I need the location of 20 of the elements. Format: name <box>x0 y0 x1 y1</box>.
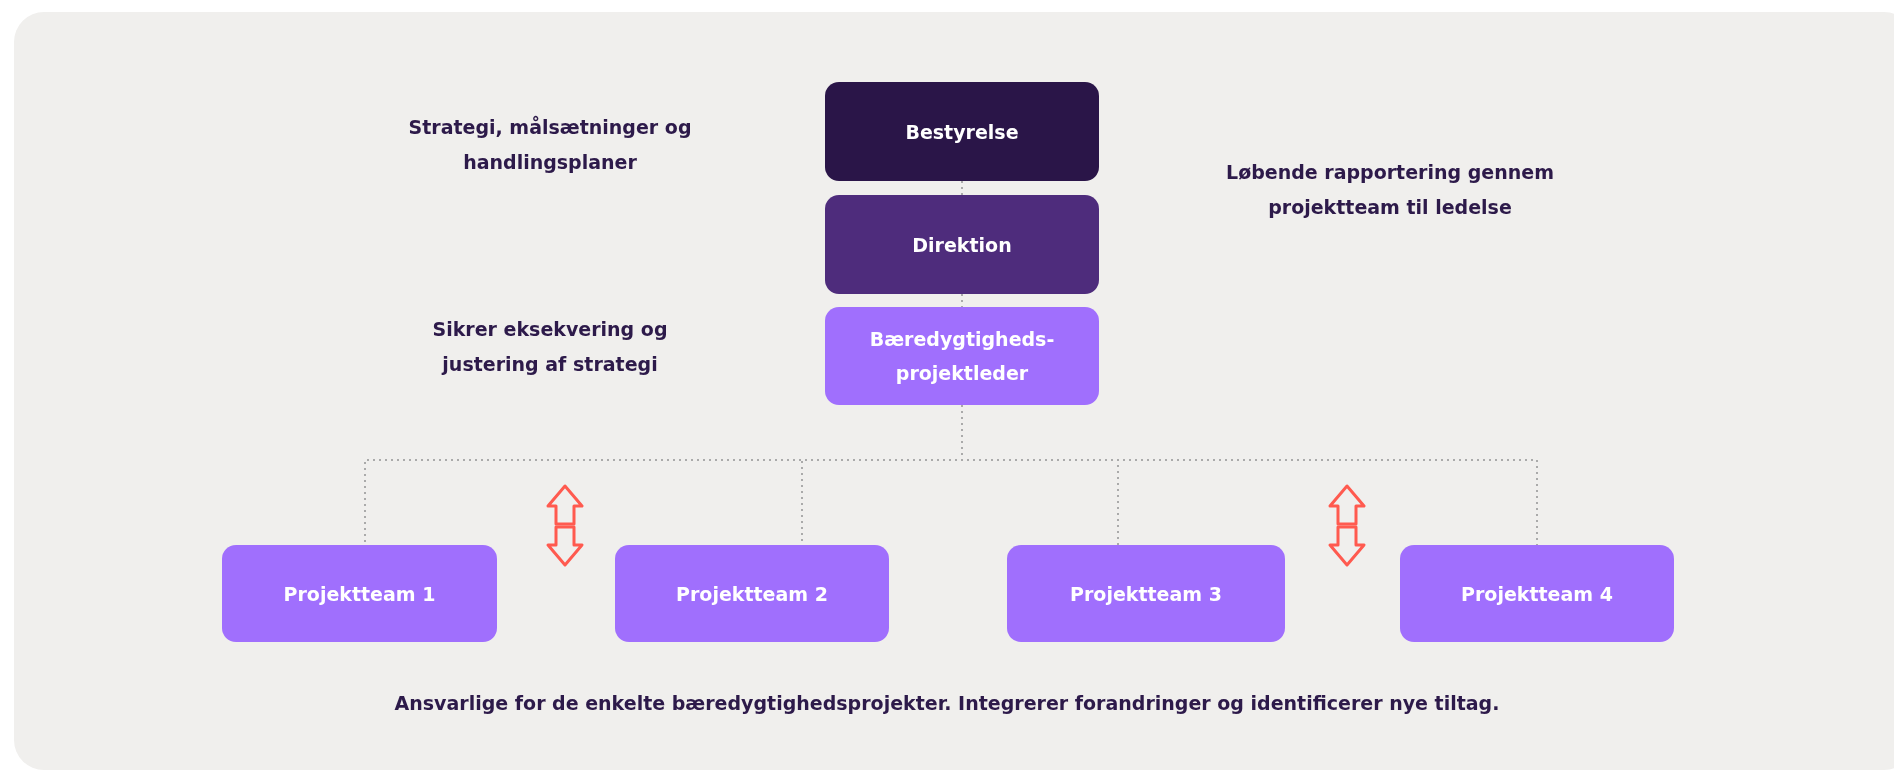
box-label: Bestyrelse <box>905 119 1019 145</box>
footer-note: Ansvarlige for de enkelte bæredygtighedsprojekter. Integrerer forandringer og identificerer nye tiltag. <box>393 691 1501 716</box>
box-label: Projektteam 2 <box>676 581 828 607</box>
box-label: Bæredygtigheds- projektleder <box>868 327 1056 386</box>
role-box <box>825 195 1099 294</box>
team-box <box>615 545 889 642</box>
role-box <box>825 307 1099 405</box>
team-box <box>1007 545 1285 642</box>
annotation-text: Sikrer eksekvering og justering af strategi <box>431 317 669 377</box>
box-label: Projektteam 3 <box>1070 581 1222 607</box>
team-box <box>1400 545 1674 642</box>
connector-line <box>961 293 963 308</box>
box-label: Direktion <box>912 232 1012 258</box>
annotation-text: Strategi, målsætninger og handlingsplaner <box>407 115 693 175</box>
connector-line <box>961 180 963 196</box>
role-box <box>825 82 1099 181</box>
box-label: Projektteam 4 <box>1461 581 1613 607</box>
team-box <box>222 545 497 642</box>
box-label: Projektteam 1 <box>283 581 436 607</box>
annotation-text: Løbende rapportering gennem projektteam til ledelse <box>1225 160 1555 220</box>
